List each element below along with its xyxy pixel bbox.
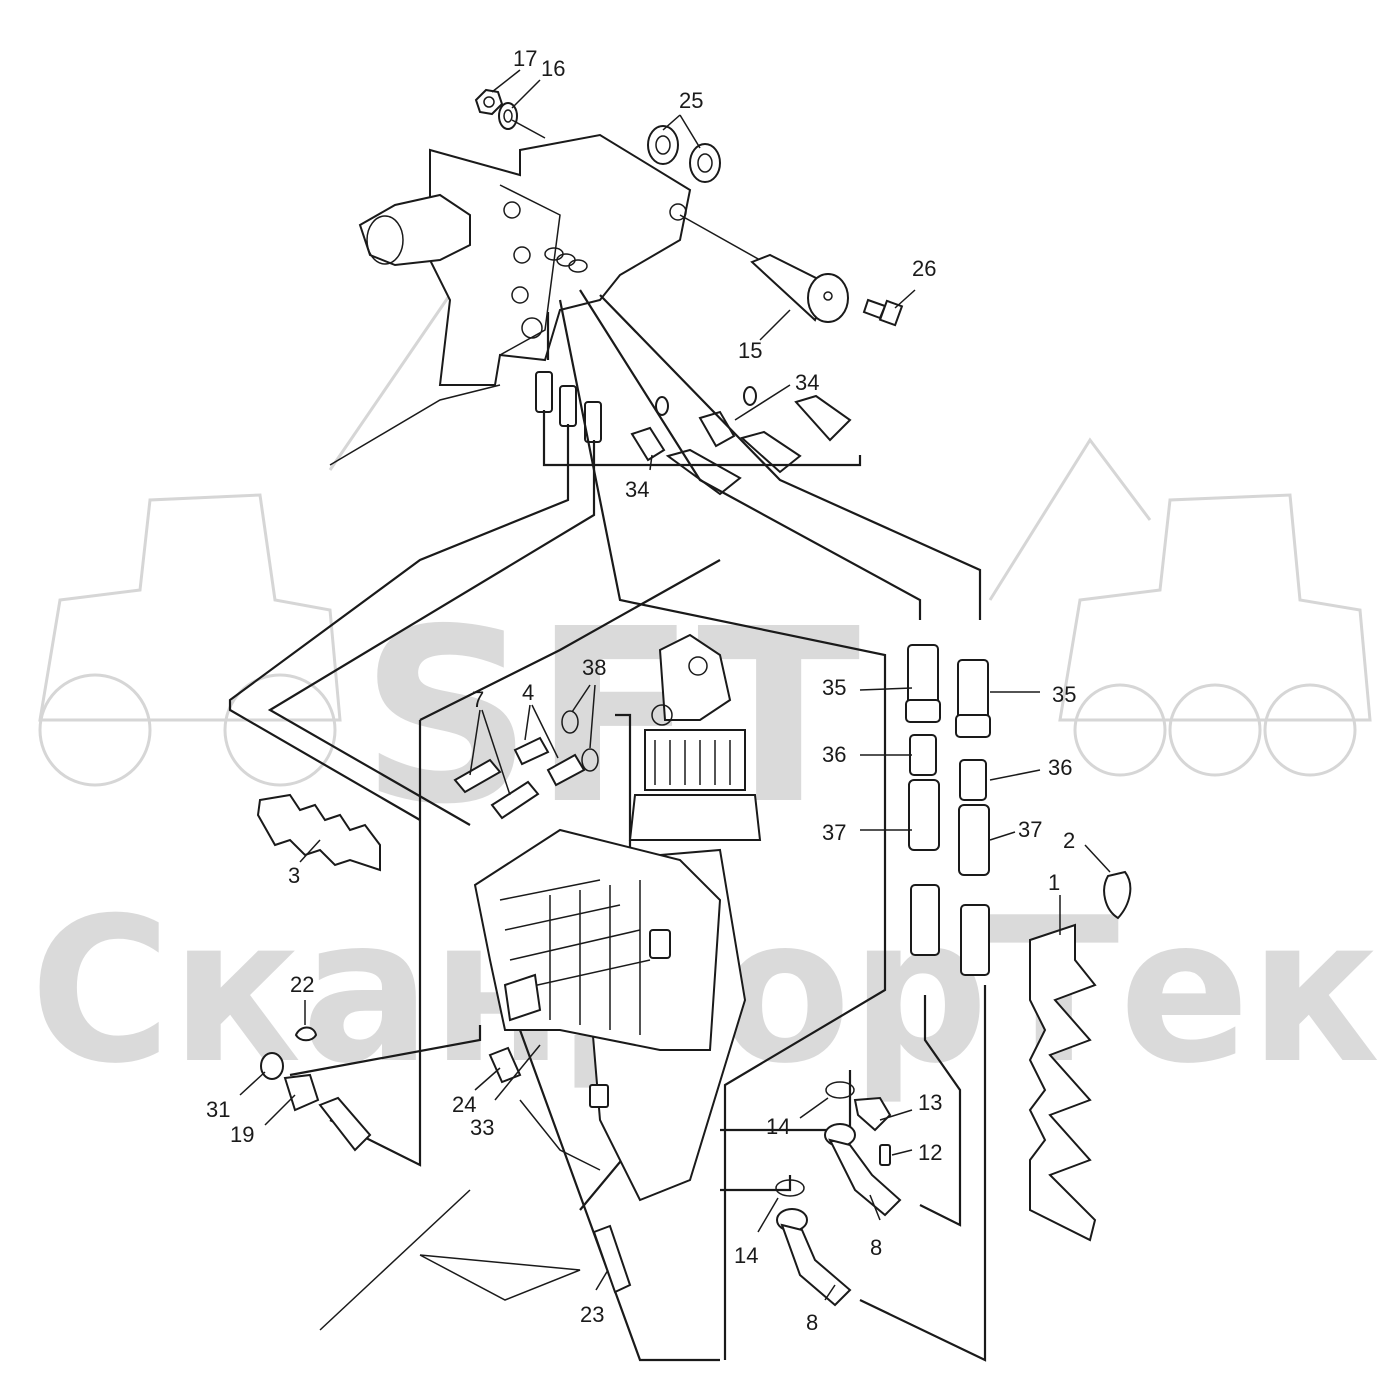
adapter-4-b — [546, 753, 586, 787]
callout-2: 2 — [1063, 828, 1075, 853]
callout-24: 24 — [452, 1092, 476, 1117]
leader-bolt-axis — [511, 119, 546, 139]
coupling-35-right — [955, 659, 991, 738]
nut-17 — [474, 88, 504, 116]
circlip-22 — [294, 1026, 318, 1042]
washer-16 — [498, 102, 518, 130]
callout-8-upper: 8 — [870, 1235, 882, 1260]
valve-37-right — [958, 804, 990, 876]
hose-end-left — [910, 884, 940, 956]
screw-12 — [879, 1144, 891, 1166]
callout-8-lower: 8 — [806, 1310, 818, 1335]
fitting-group-upper — [535, 371, 852, 496]
o-ring-38-b — [581, 748, 599, 772]
hose-end-23 — [592, 1224, 632, 1294]
callout-4: 4 — [522, 680, 534, 705]
pin-15 — [750, 253, 849, 323]
callout-labels: 17 16 25 26 15 34 34 35 35 36 36 37 37 2… — [206, 46, 1076, 1335]
callout-37-right: 37 — [1018, 817, 1042, 842]
callout-25: 25 — [679, 88, 703, 113]
callout-15: 15 — [738, 338, 762, 363]
leader-lines — [239, 69, 1111, 1301]
callout-35-right: 35 — [1052, 682, 1076, 707]
fitting-7-b — [490, 780, 540, 820]
callout-16: 16 — [541, 56, 565, 81]
hose-end-right — [960, 904, 990, 976]
snap-hook-2 — [1103, 870, 1132, 920]
elbow-hose-8-upper — [824, 1123, 902, 1217]
protective-spiral-1 — [1028, 923, 1097, 1242]
callout-33: 33 — [470, 1115, 494, 1140]
adapter-4-a — [513, 736, 550, 766]
callout-36-right: 36 — [1048, 755, 1072, 780]
o-ring-14-lower — [775, 1179, 805, 1197]
nipple-36-right — [959, 759, 987, 801]
o-ring-14-upper — [825, 1081, 855, 1099]
clamp-3 — [256, 793, 381, 872]
boom-bracket-assembly — [329, 133, 692, 466]
hose-end-lower-left — [318, 1096, 372, 1152]
callout-14-upper: 14 — [766, 1114, 790, 1139]
callout-22: 22 — [290, 972, 314, 997]
valve-37-left — [908, 779, 940, 851]
callout-26: 26 — [912, 256, 936, 281]
callout-38: 38 — [582, 655, 606, 680]
fitting-24 — [488, 1046, 522, 1084]
washer-25-b — [689, 143, 721, 183]
callout-3: 3 — [288, 863, 300, 888]
callout-23: 23 — [580, 1302, 604, 1327]
coupling-35-left — [905, 644, 941, 723]
callout-34-lower: 34 — [625, 477, 649, 502]
callout-34-upper: 34 — [795, 370, 819, 395]
callout-17: 17 — [513, 46, 537, 71]
fitting-7-a — [453, 758, 502, 794]
callout-1: 1 — [1048, 870, 1060, 895]
washer-25-a — [647, 125, 679, 165]
bolt-26 — [862, 298, 904, 327]
nipple-36-left — [909, 734, 937, 776]
callout-19: 19 — [230, 1122, 254, 1147]
flange-half-13 — [853, 1096, 892, 1132]
watermark-logo: SFT — [360, 577, 861, 857]
o-ring-38-a — [561, 710, 579, 734]
fitting-31 — [260, 1052, 284, 1080]
control-valve-block — [473, 828, 722, 1108]
callout-13: 13 — [918, 1090, 942, 1115]
pin-axis-line — [679, 214, 761, 261]
callout-35-left: 35 — [822, 675, 846, 700]
callout-12: 12 — [918, 1140, 942, 1165]
callout-37-left: 37 — [822, 820, 846, 845]
callout-7: 7 — [472, 687, 484, 712]
elbow-hose-8-lower — [776, 1208, 852, 1307]
callout-14-lower: 14 — [734, 1243, 758, 1268]
callout-36-left: 36 — [822, 742, 846, 767]
callout-31: 31 — [206, 1097, 230, 1122]
